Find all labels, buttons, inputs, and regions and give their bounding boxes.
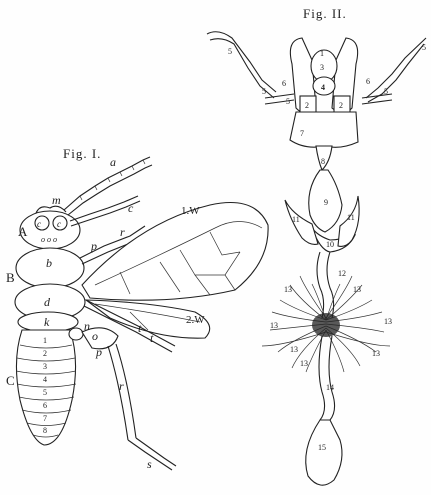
- label-p: p: [95, 345, 102, 359]
- label-d: d: [44, 295, 51, 309]
- label-c1: c: [37, 219, 41, 229]
- label-9: 9: [324, 198, 328, 207]
- svg-text:1: 1: [43, 336, 47, 345]
- label-1W: 1.W: [181, 205, 200, 217]
- svg-text:4: 4: [43, 375, 47, 384]
- label-15: 15: [318, 443, 326, 452]
- label-13g: 13: [300, 359, 308, 368]
- intestine-left: [319, 336, 325, 420]
- label-n: n: [84, 319, 90, 333]
- label-5e: 5: [422, 43, 426, 52]
- label-p2: p: [90, 239, 97, 253]
- label-3: 3: [320, 63, 324, 72]
- svg-text:7: 7: [43, 414, 47, 423]
- hind-coxa: [69, 328, 83, 340]
- hind-tarsus-outline: [136, 438, 176, 466]
- left-palp: [207, 32, 276, 92]
- label-8: 8: [321, 157, 325, 166]
- svg-text:6: 6: [43, 401, 47, 410]
- label-6a: 6: [282, 79, 286, 88]
- svg-text:5: 5: [43, 388, 47, 397]
- label-2a: 2: [305, 101, 309, 110]
- label-r: r: [119, 379, 124, 393]
- label-5a: 5: [228, 47, 232, 56]
- label-1: 1: [320, 49, 324, 58]
- svg-text:3: 3: [43, 362, 47, 371]
- hind-tibia: [108, 346, 128, 440]
- tubule-junction: [312, 313, 340, 337]
- label-11b: 11: [347, 213, 355, 222]
- label-7: 7: [300, 129, 304, 138]
- label-c2: c: [57, 219, 61, 229]
- label-ocelli: o o o: [41, 235, 57, 244]
- right-palp: [366, 38, 426, 98]
- svg-text:2: 2: [43, 349, 47, 358]
- label-5d: 5: [384, 87, 388, 96]
- label-B: B: [6, 270, 15, 285]
- label-b: b: [46, 256, 52, 270]
- label-m: m: [52, 193, 61, 207]
- svg-text:8: 8: [43, 426, 47, 435]
- label-5c: 5: [286, 97, 290, 106]
- label-k: k: [44, 315, 50, 329]
- label-13d: 13: [384, 317, 392, 326]
- label-o: o: [92, 329, 98, 343]
- label-s: s: [147, 457, 152, 471]
- label-c: c: [128, 201, 134, 215]
- label-13a: 13: [284, 285, 292, 294]
- label-10: 10: [326, 240, 334, 249]
- label-14: 14: [326, 383, 334, 392]
- label-11a: 11: [292, 215, 300, 224]
- label-2b: 2: [339, 101, 343, 110]
- label-12: 12: [338, 269, 346, 278]
- label-13c: 13: [270, 321, 278, 330]
- label-13e: 13: [290, 345, 298, 354]
- label-4: 4: [321, 83, 325, 92]
- rectum-15: [306, 420, 342, 485]
- label-A: A: [18, 224, 28, 239]
- label-6b: 6: [366, 77, 370, 86]
- label-2W: 2.W: [186, 314, 205, 326]
- label-C: C: [6, 373, 15, 388]
- label-13f: 13: [372, 349, 380, 358]
- right-palp-outline: [368, 44, 424, 102]
- label-r2: r: [120, 225, 125, 239]
- intestine-right: [329, 336, 335, 420]
- label-a: a: [110, 155, 116, 169]
- label-5b: 5: [262, 87, 266, 96]
- tube-12-left: [317, 252, 324, 318]
- label-13b: 13: [353, 285, 361, 294]
